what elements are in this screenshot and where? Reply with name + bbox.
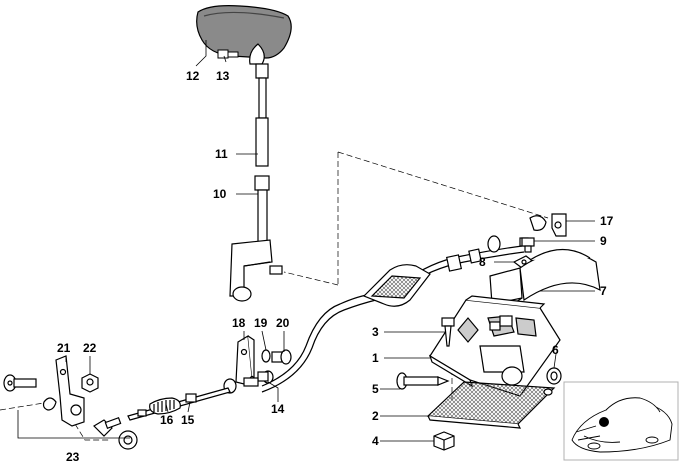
callout-3: 3: [372, 325, 379, 339]
bracket-18: [235, 334, 255, 385]
bolt-9: [521, 237, 535, 253]
callout-9: 9: [600, 234, 607, 248]
bolt-left: [3, 374, 37, 392]
pin-left: [93, 417, 122, 437]
location-marker: [599, 417, 609, 427]
nut-22: [81, 373, 99, 393]
callout-12: 12: [186, 69, 200, 83]
cover-7: [489, 248, 601, 305]
gasket-2: [426, 381, 556, 429]
callout-14: 14: [271, 402, 285, 416]
bracket-21: [55, 355, 85, 427]
screw-13: [217, 49, 239, 59]
callout-16: 16: [160, 413, 174, 427]
washer-19: [261, 349, 271, 363]
shift-lever-upper-11: [255, 63, 269, 167]
callout-15: 15: [181, 413, 195, 427]
nut-4: [433, 431, 455, 451]
shift-knob: [196, 5, 292, 65]
callout-7: 7: [600, 284, 607, 298]
callout-4: 4: [372, 434, 379, 448]
callout-labels: 12 13 11 10 17 9 8 7 18 19 20 3 1 6 21 2…: [57, 69, 614, 464]
callout-6: 6: [552, 343, 559, 357]
callout-2: 2: [372, 409, 379, 423]
callout-5: 5: [372, 382, 379, 396]
callout-13: 13: [216, 69, 230, 83]
callout-8: 8: [479, 255, 486, 269]
callout-20: 20: [276, 316, 290, 330]
callout-23: 23: [66, 450, 80, 461]
dashed-guide-lines: [0, 151, 549, 441]
bolt-5: [396, 372, 450, 390]
callout-22: 22: [83, 341, 97, 355]
callout-18: 18: [232, 316, 246, 330]
callout-21: 21: [57, 341, 71, 355]
clip-17: [529, 213, 567, 237]
callout-19: 19: [254, 316, 268, 330]
callout-1: 1: [372, 351, 379, 365]
screw-3: [441, 317, 455, 347]
leader-lines: [17, 40, 595, 442]
shift-lever-lower-10: [229, 175, 283, 302]
bolt-20: [271, 349, 292, 365]
callout-11: 11: [215, 147, 228, 161]
grommet-left: [118, 430, 138, 450]
vehicle-location-thumbnail: [563, 381, 679, 461]
callout-17: 17: [600, 214, 614, 228]
washer-left: [42, 397, 57, 411]
bearing-bracket-1: [428, 295, 561, 397]
cable-end-14: [223, 370, 274, 394]
cable-rod-15-16: [127, 387, 231, 421]
grommet-6: [546, 367, 562, 385]
callout-10: 10: [213, 187, 227, 201]
car-silhouette: [571, 397, 673, 453]
